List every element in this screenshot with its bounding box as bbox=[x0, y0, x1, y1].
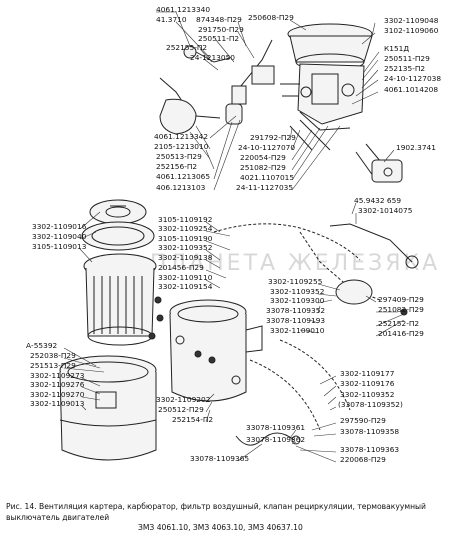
part-label: 201416-П29 bbox=[378, 329, 424, 338]
part-label: 4061.1213342 bbox=[154, 132, 208, 141]
part-label: 252155-П2 bbox=[166, 43, 207, 52]
air-filter-body bbox=[169, 299, 263, 402]
part-label: 3302-1109016 bbox=[32, 222, 87, 231]
part-label: 3302-1014075 bbox=[358, 206, 413, 215]
part-label: 251082-П29 bbox=[378, 305, 424, 314]
part-label: 220068-П29 bbox=[340, 455, 386, 464]
part-label: 3302-1109138 bbox=[158, 253, 213, 262]
part-label: 3302-1109352 bbox=[340, 390, 394, 399]
part-label: 3302-1109270 bbox=[30, 390, 85, 399]
part-label: 251513-П29 bbox=[30, 361, 76, 370]
part-label: 41.3710 bbox=[156, 15, 187, 24]
part-label: 3302-1109273 bbox=[30, 371, 85, 380]
part-label: 3302-1109352 bbox=[158, 243, 212, 252]
part-label: 24-1213050 bbox=[190, 53, 235, 62]
part-label: 252152-П2 bbox=[378, 319, 419, 328]
part-label: 33078-1109362 bbox=[246, 435, 305, 444]
part-label: 24-11-1127035 bbox=[236, 183, 293, 192]
part-label: 201456-П29 bbox=[158, 263, 204, 272]
part-label: 250511-П2 bbox=[198, 34, 239, 43]
part-label: 3302-1109276 bbox=[30, 380, 85, 389]
part-label: 4061.1213065 bbox=[156, 172, 210, 181]
watermark-text: ПЛАНЕТА ЖЕЛЕЗЯКА bbox=[150, 251, 440, 276]
caption-line-2: ЗМЗ 4061.10, ЗМЗ 4063.10, ЗМЗ 40637.10 bbox=[138, 523, 303, 532]
part-label: 250512-П29 bbox=[158, 405, 204, 414]
part-label: 3302-1109300 bbox=[270, 296, 325, 305]
lower-intake-hoses bbox=[249, 339, 351, 431]
part-label: 3302-1109177 bbox=[340, 369, 395, 378]
carburetor-assembly bbox=[280, 23, 373, 151]
part-label: 24-10-1127038 bbox=[384, 74, 441, 83]
part-label: 3302-1109255 bbox=[268, 277, 323, 286]
part-label: 3105-1109192 bbox=[158, 215, 212, 224]
thermovacuum-switch bbox=[355, 143, 403, 183]
part-label: 3302-1109176 bbox=[340, 379, 395, 388]
part-label: 250608-П29 bbox=[248, 13, 294, 22]
part-label: 3102-1109060 bbox=[384, 26, 439, 35]
air-filter-housing bbox=[59, 355, 157, 461]
figure-caption: Рис. 14. Вентиляция картера, карбюратор,… bbox=[6, 502, 468, 534]
part-label: 3302-1109154 bbox=[158, 282, 213, 291]
part-label: 291750-П29 bbox=[198, 25, 244, 34]
part-label: 33078-1109193 bbox=[266, 316, 325, 325]
intake-tube-right bbox=[329, 223, 419, 269]
part-label: 251082-П29 bbox=[240, 163, 286, 172]
part-label: 297590-П29 bbox=[340, 416, 386, 425]
air-filter-element bbox=[81, 199, 157, 346]
hose-clamp bbox=[235, 432, 301, 446]
part-label: 2105-1213010 bbox=[154, 142, 209, 151]
part-label: 3302-1109013 bbox=[30, 399, 85, 408]
part-label: 4021.1107015 bbox=[240, 173, 294, 182]
part-label: 250511-П29 bbox=[384, 54, 430, 63]
part-label: 252038-П29 bbox=[30, 351, 76, 360]
part-label: 4061.1213340 bbox=[156, 5, 210, 14]
part-label: 252135-П2 bbox=[384, 64, 425, 73]
part-label: 45.9432 659 bbox=[354, 196, 401, 205]
part-label: 252154-П2 bbox=[172, 415, 213, 424]
part-label: К151Д bbox=[384, 44, 409, 53]
part-label: 3302-1109040 bbox=[32, 232, 87, 241]
part-label: 3302-1109202 bbox=[156, 395, 210, 404]
part-label: 252156-П2 bbox=[156, 162, 197, 171]
part-label: 33078-1109358 bbox=[340, 427, 399, 436]
caption-line-1: Рис. 14. Вентиляция картера, карбюратор,… bbox=[6, 502, 426, 522]
part-label: 33078-1109361 bbox=[246, 423, 305, 432]
part-label: 3302-1109110 bbox=[158, 273, 213, 282]
part-label: 33078-1109363 bbox=[340, 445, 399, 454]
fasteners bbox=[148, 296, 408, 364]
part-label: 291792-П29 bbox=[250, 133, 296, 142]
part-label: 24-10-1127070 bbox=[238, 143, 295, 152]
part-label: 3302-1109352 bbox=[270, 287, 324, 296]
part-label: 874348-П29 bbox=[196, 15, 242, 24]
part-label: 3302-1109010 bbox=[270, 326, 325, 335]
part-label: 406.1213103 bbox=[156, 183, 206, 192]
part-label: 3105-1109190 bbox=[158, 234, 213, 243]
upper-intake-hose bbox=[213, 223, 381, 305]
leader-lines bbox=[63, 11, 405, 463]
part-label: 3302-1109254 bbox=[158, 224, 213, 233]
part-label: А-55392 bbox=[26, 341, 57, 350]
part-label: 33078-1109365 bbox=[190, 454, 249, 463]
part-label: 3105-1109013 bbox=[32, 242, 87, 251]
part-label: 1902.3741 bbox=[396, 143, 436, 152]
part-label: 297409-П29 bbox=[378, 295, 424, 304]
part-label: 250513-П29 bbox=[156, 152, 202, 161]
part-label: 4061.1014208 bbox=[384, 85, 438, 94]
part-label: 33078-1109352 bbox=[266, 306, 325, 315]
part-labels: 4061.1213340 41.3710 874348-П29 291750-П… bbox=[26, 5, 441, 464]
part-label: 3302-1109048 bbox=[384, 16, 439, 25]
part-label: 220054-П29 bbox=[240, 153, 286, 162]
part-label: (33078-1109352) bbox=[338, 400, 403, 409]
